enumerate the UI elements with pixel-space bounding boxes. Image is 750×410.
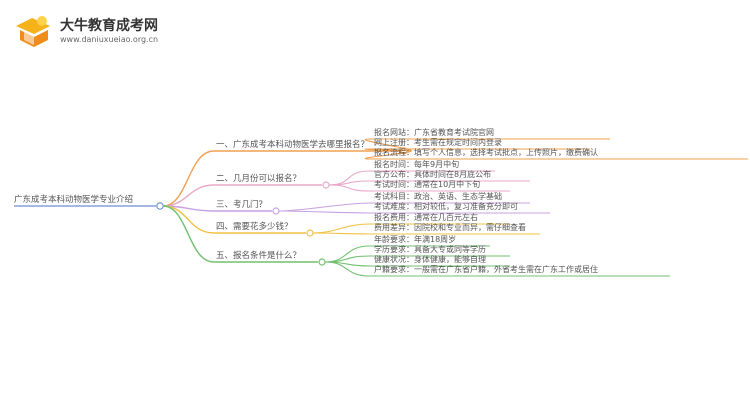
leaf-connector-3-2 (278, 210, 371, 214)
branch-collapse-toggle-4[interactable] (306, 229, 314, 237)
leaf-connector-3-1 (278, 202, 371, 212)
leaf-connector-5-4 (324, 261, 371, 277)
branch-connector-4 (162, 205, 215, 234)
leaf-connector-4-1 (312, 223, 371, 234)
leaf-topic-4-2[interactable]: 费用差异：因院校和专业而异，需仔细查看 (374, 223, 526, 232)
leaf-topic-2-3[interactable]: 考试时间：通常在10月中下旬 (374, 180, 481, 189)
leaf-topic-3-1[interactable]: 考试科目：政治、英语、生态学基础 (374, 192, 502, 201)
leaf-topic-5-2[interactable]: 学历要求：具备大专或同等学历 (374, 245, 486, 254)
leaf-topic-2-1[interactable]: 报名时间：每年9月中旬 (374, 160, 460, 169)
branch-connector-5 (162, 205, 215, 263)
leaf-connector-2-2 (328, 180, 371, 186)
branch-topic-5[interactable]: 五、报名条件是什么？ (216, 251, 302, 261)
leaf-connector-5-1 (324, 245, 371, 263)
branch-collapse-toggle-5[interactable] (318, 258, 326, 266)
site-logo[interactable]: 大牛教育成考网 www.daniuxueiao.org.cn (12, 12, 212, 52)
branch-topic-2[interactable]: 二、几月份可以报名？ (216, 174, 302, 184)
branch-collapse-toggle-3[interactable] (272, 207, 280, 215)
branch-connector-1 (162, 150, 215, 207)
site-title: 大牛教育成考网 (60, 18, 158, 34)
branch-topic-3[interactable]: 三、考几门？ (216, 200, 268, 210)
leaf-connector-4-2 (312, 232, 371, 235)
leaf-connector-1-3 (364, 150, 412, 160)
root-topic[interactable]: 广东成考本科动物医学专业介绍 (14, 195, 134, 205)
leaf-topic-1-1[interactable]: 报名网站：广东省教育考试院官网 (374, 128, 494, 137)
leaf-topic-3-2[interactable]: 考试难度：相对较低，复习准备充分即可 (374, 202, 518, 211)
branch-topic-4[interactable]: 四、需要花多少钱？ (216, 222, 293, 232)
leaf-topic-4-1[interactable]: 报名费用：通常在几百元左右 (374, 213, 478, 222)
branch-topic-1[interactable]: 一、广东成考本科动物医学去哪里报名？ (216, 140, 370, 150)
leaf-topic-5-3[interactable]: 健康状况：身体健康，能够自理 (374, 255, 486, 264)
root-collapse-toggle[interactable] (156, 202, 164, 210)
leaf-topic-5-1[interactable]: 年龄要求：年满18周岁 (374, 235, 457, 244)
leaf-connector-2-3 (328, 184, 371, 192)
leaf-topic-2-2[interactable]: 官方公布：具体时间在8月底公布 (374, 170, 492, 179)
leaf-topic-1-2[interactable]: 网上注册：考生需在规定时间内登录 (374, 138, 502, 147)
leaf-topic-5-4[interactable]: 户籍要求：一般需在广东省户籍，外省考生需在广东工作或居住 (374, 265, 598, 274)
leaf-topic-1-3[interactable]: 报名流程：填写个人信息，选择考试批点，上传照片，缴费确认 (374, 148, 598, 157)
branch-connector-2 (162, 184, 215, 207)
branch-collapse-toggle-2[interactable] (322, 181, 330, 189)
book-logo-icon (16, 16, 50, 47)
site-url: www.daniuxueiao.org.cn (60, 35, 159, 44)
